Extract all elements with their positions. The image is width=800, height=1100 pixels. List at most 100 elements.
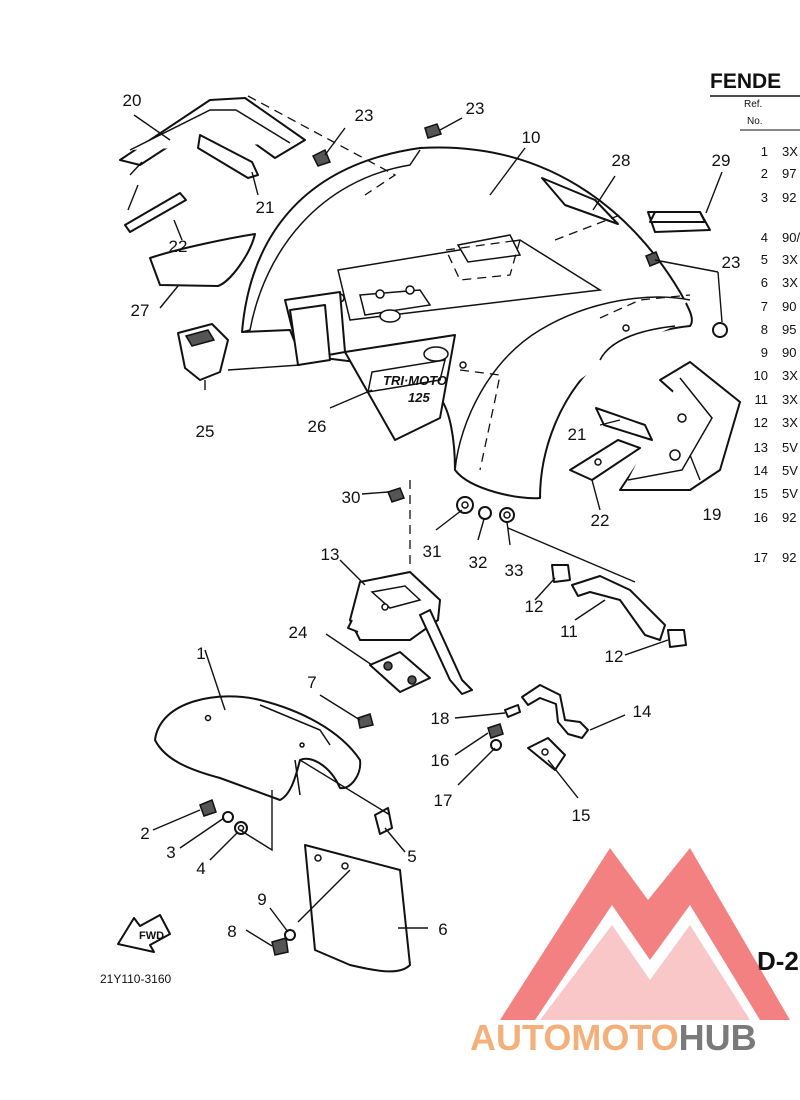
table-row-code: 92 bbox=[782, 550, 796, 565]
diagram-title: FENDE bbox=[710, 70, 781, 93]
callout-31: 31 bbox=[423, 542, 442, 561]
plate-21-right bbox=[595, 407, 653, 441]
watermark-text: AUTOMOTOHUB bbox=[470, 1017, 757, 1058]
table-row-code: 3X bbox=[782, 144, 798, 159]
table-row-code: 92 bbox=[782, 510, 796, 525]
front-fender bbox=[154, 695, 362, 801]
table-header-ref: Ref. bbox=[744, 99, 762, 110]
table-row-ref: 1 bbox=[761, 144, 768, 159]
table-row-ref: 17 bbox=[754, 550, 768, 565]
collar-31 bbox=[456, 496, 474, 514]
table-row-code: 90/ bbox=[782, 230, 800, 245]
rear-fender: TRI·MOTO 125 bbox=[241, 146, 693, 500]
strip-22-left bbox=[124, 192, 187, 233]
bolt-23-d bbox=[712, 322, 728, 338]
callout-5: 5 bbox=[407, 847, 416, 866]
callout-22-left: 22 bbox=[169, 237, 188, 256]
table-row-code: 5V bbox=[782, 486, 798, 501]
pad-29 bbox=[647, 211, 711, 233]
callout-8: 8 bbox=[227, 922, 236, 941]
callout-4: 4 bbox=[196, 859, 205, 878]
table-row-ref: 5 bbox=[761, 252, 768, 267]
callout-21-right: 21 bbox=[568, 425, 587, 444]
watermark-part1: AUTOMOTO bbox=[470, 1017, 679, 1058]
collar-12-b bbox=[667, 629, 687, 648]
bracket-20 bbox=[119, 97, 306, 179]
bolt-23-c bbox=[645, 251, 661, 267]
nut-33 bbox=[499, 507, 515, 523]
callout-20: 20 bbox=[123, 91, 142, 110]
callouts: 20 21 22 27 23 23 10 28 29 23 25 26 30 3… bbox=[123, 91, 741, 941]
tool-box bbox=[284, 291, 346, 366]
table-row-ref: 2 bbox=[761, 166, 768, 181]
callout-32: 32 bbox=[469, 553, 488, 572]
washer-9 bbox=[284, 929, 296, 941]
callout-24: 24 bbox=[289, 623, 308, 642]
leader-lines bbox=[127, 114, 723, 947]
table-row-ref: 11 bbox=[755, 392, 769, 407]
emblem-subtext: 125 bbox=[408, 390, 430, 405]
nut-4 bbox=[234, 821, 248, 835]
table-row-code: 3X bbox=[782, 368, 798, 383]
page-reference: D-2 bbox=[757, 946, 799, 976]
reflector-27 bbox=[149, 233, 256, 287]
watermark-part2: HUB bbox=[679, 1017, 757, 1058]
bracket-15 bbox=[527, 737, 566, 771]
bracket-19 bbox=[619, 361, 741, 491]
callout-30: 30 bbox=[342, 488, 361, 507]
callout-2: 2 bbox=[140, 824, 149, 843]
table-row-code: 3X bbox=[782, 415, 798, 430]
callout-26: 26 bbox=[308, 417, 327, 436]
callout-16: 16 bbox=[431, 751, 450, 770]
callout-29: 29 bbox=[712, 151, 731, 170]
callout-6: 6 bbox=[438, 920, 447, 939]
table-row-ref: 6 bbox=[761, 275, 768, 290]
table-row-ref: 4 bbox=[761, 230, 768, 245]
callout-18: 18 bbox=[431, 709, 450, 728]
washer-17 bbox=[490, 739, 502, 751]
callout-3: 3 bbox=[166, 843, 175, 862]
bolt-30 bbox=[387, 487, 405, 503]
table-row-ref: 13 bbox=[754, 440, 768, 455]
emblem-text: TRI·MOTO bbox=[383, 373, 447, 388]
table-row-ref: 8 bbox=[761, 322, 768, 337]
washer-32 bbox=[478, 506, 492, 520]
table-row-code: 3X bbox=[782, 392, 798, 407]
callout-23-a: 23 bbox=[355, 106, 374, 125]
table-row-code: 90 bbox=[782, 345, 796, 360]
bracket-13 bbox=[347, 571, 473, 695]
callout-33: 33 bbox=[505, 561, 524, 580]
table-row-code: 5V bbox=[782, 463, 798, 478]
callout-23-b: 23 bbox=[466, 99, 485, 118]
strip-28 bbox=[541, 177, 619, 225]
clamp-25 bbox=[177, 323, 229, 381]
callout-19: 19 bbox=[703, 505, 722, 524]
alignment-lines bbox=[247, 95, 691, 570]
callout-12-b: 12 bbox=[605, 647, 624, 666]
bracket-11 bbox=[571, 575, 666, 641]
fwd-label: FWD bbox=[139, 930, 164, 942]
table-row-ref: 9 bbox=[761, 345, 768, 360]
watermark-logo bbox=[500, 848, 790, 1020]
callout-14: 14 bbox=[633, 702, 652, 721]
table-row-code: 90 bbox=[782, 299, 796, 314]
table-header-no: No. bbox=[747, 116, 763, 127]
bolt-16 bbox=[487, 723, 504, 739]
callout-7: 7 bbox=[307, 673, 316, 692]
drawing-number: 21Y110-3160 bbox=[100, 972, 172, 986]
table-row-ref: 3 bbox=[761, 190, 768, 205]
callout-10: 10 bbox=[522, 128, 541, 147]
callout-1: 1 bbox=[196, 644, 205, 663]
callout-17: 17 bbox=[434, 791, 453, 810]
table-row-ref: 14 bbox=[754, 463, 768, 478]
table-row-ref: 15 bbox=[754, 486, 768, 501]
callout-13: 13 bbox=[321, 545, 340, 564]
table-row-code: 5V bbox=[782, 440, 798, 455]
callout-25: 25 bbox=[196, 422, 215, 441]
callout-15: 15 bbox=[572, 806, 591, 825]
table-row-ref: 10 bbox=[754, 368, 768, 383]
bolt-23-b bbox=[424, 123, 442, 139]
washer-3 bbox=[222, 811, 234, 823]
callout-28: 28 bbox=[612, 151, 631, 170]
